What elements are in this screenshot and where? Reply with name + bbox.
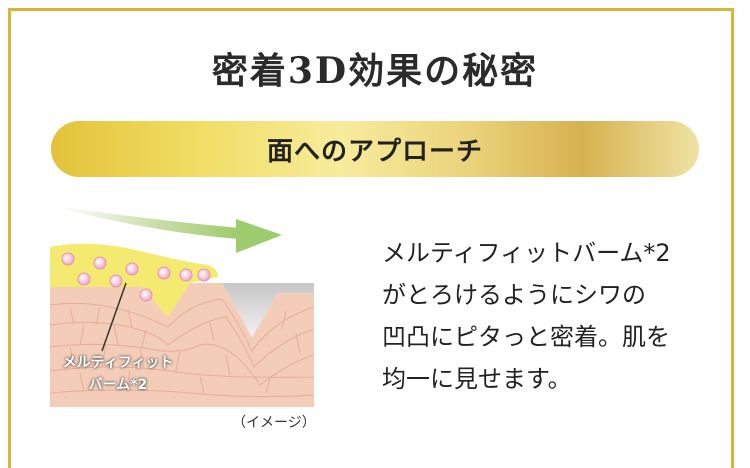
page-title: 密着3D効果の秘密	[211, 50, 539, 92]
illustration-label: メルティフィット バーム*2	[58, 352, 178, 396]
image-note: （イメージ）	[232, 415, 316, 431]
description-line-1: メルティフィットバーム*2	[382, 239, 671, 267]
illustration-label-line2: バーム*2	[88, 377, 148, 393]
gold-frame	[8, 8, 734, 468]
description-text: メルティフィットバーム*2 がとろけるようにシワの 凹凸にピタっと密着。肌を 均…	[382, 232, 722, 400]
skin-illustration	[50, 207, 315, 407]
description-line-3: 凹凸にピタっと密着。肌を	[382, 323, 670, 351]
description-line-2: がとろけるようにシワの	[382, 281, 646, 309]
section-banner: 面へのアプローチ	[51, 121, 699, 177]
curved-arrow-icon	[62, 207, 282, 253]
description-line-4: 均一に見せます。	[382, 365, 572, 393]
illustration-label-line1: メルティフィット	[62, 355, 174, 371]
banner-label: 面へのアプローチ	[266, 136, 483, 167]
